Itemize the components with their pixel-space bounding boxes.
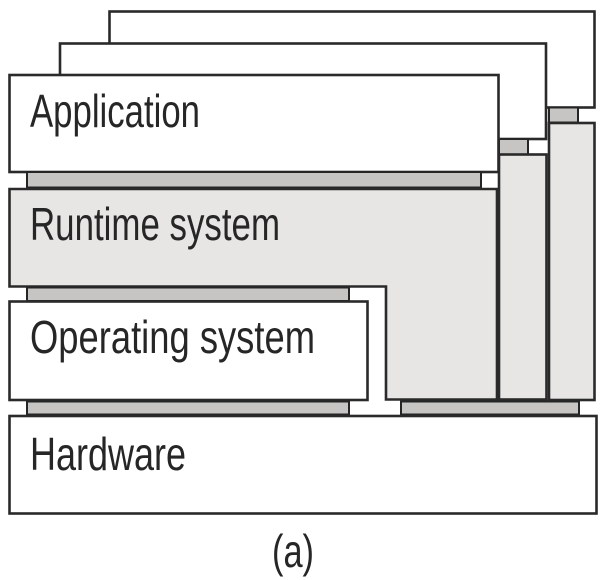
interface-bar-runtime-os [26,286,350,302]
application-box [8,73,500,174]
operating-system-box [8,300,369,402]
runtime-column-stack-2 [497,153,548,401]
runtime-system-label: Runtime system [30,198,280,250]
application-label: Application [30,85,200,137]
runtime-system-shape [8,187,499,401]
figure-caption: (a) [272,525,314,577]
hardware-label: Hardware [30,428,186,480]
interface-bar-application-runtime [26,171,482,189]
hardware-box [8,414,598,515]
interface-bar-os-hardware [26,400,350,416]
interface-bar-columns-hardware [400,400,580,416]
interface-bar-stack-3 [548,106,579,124]
runtime-column-stack-3 [547,121,596,402]
interface-bar-stack-2 [498,138,529,156]
operating-system-label: Operating system [30,311,315,363]
